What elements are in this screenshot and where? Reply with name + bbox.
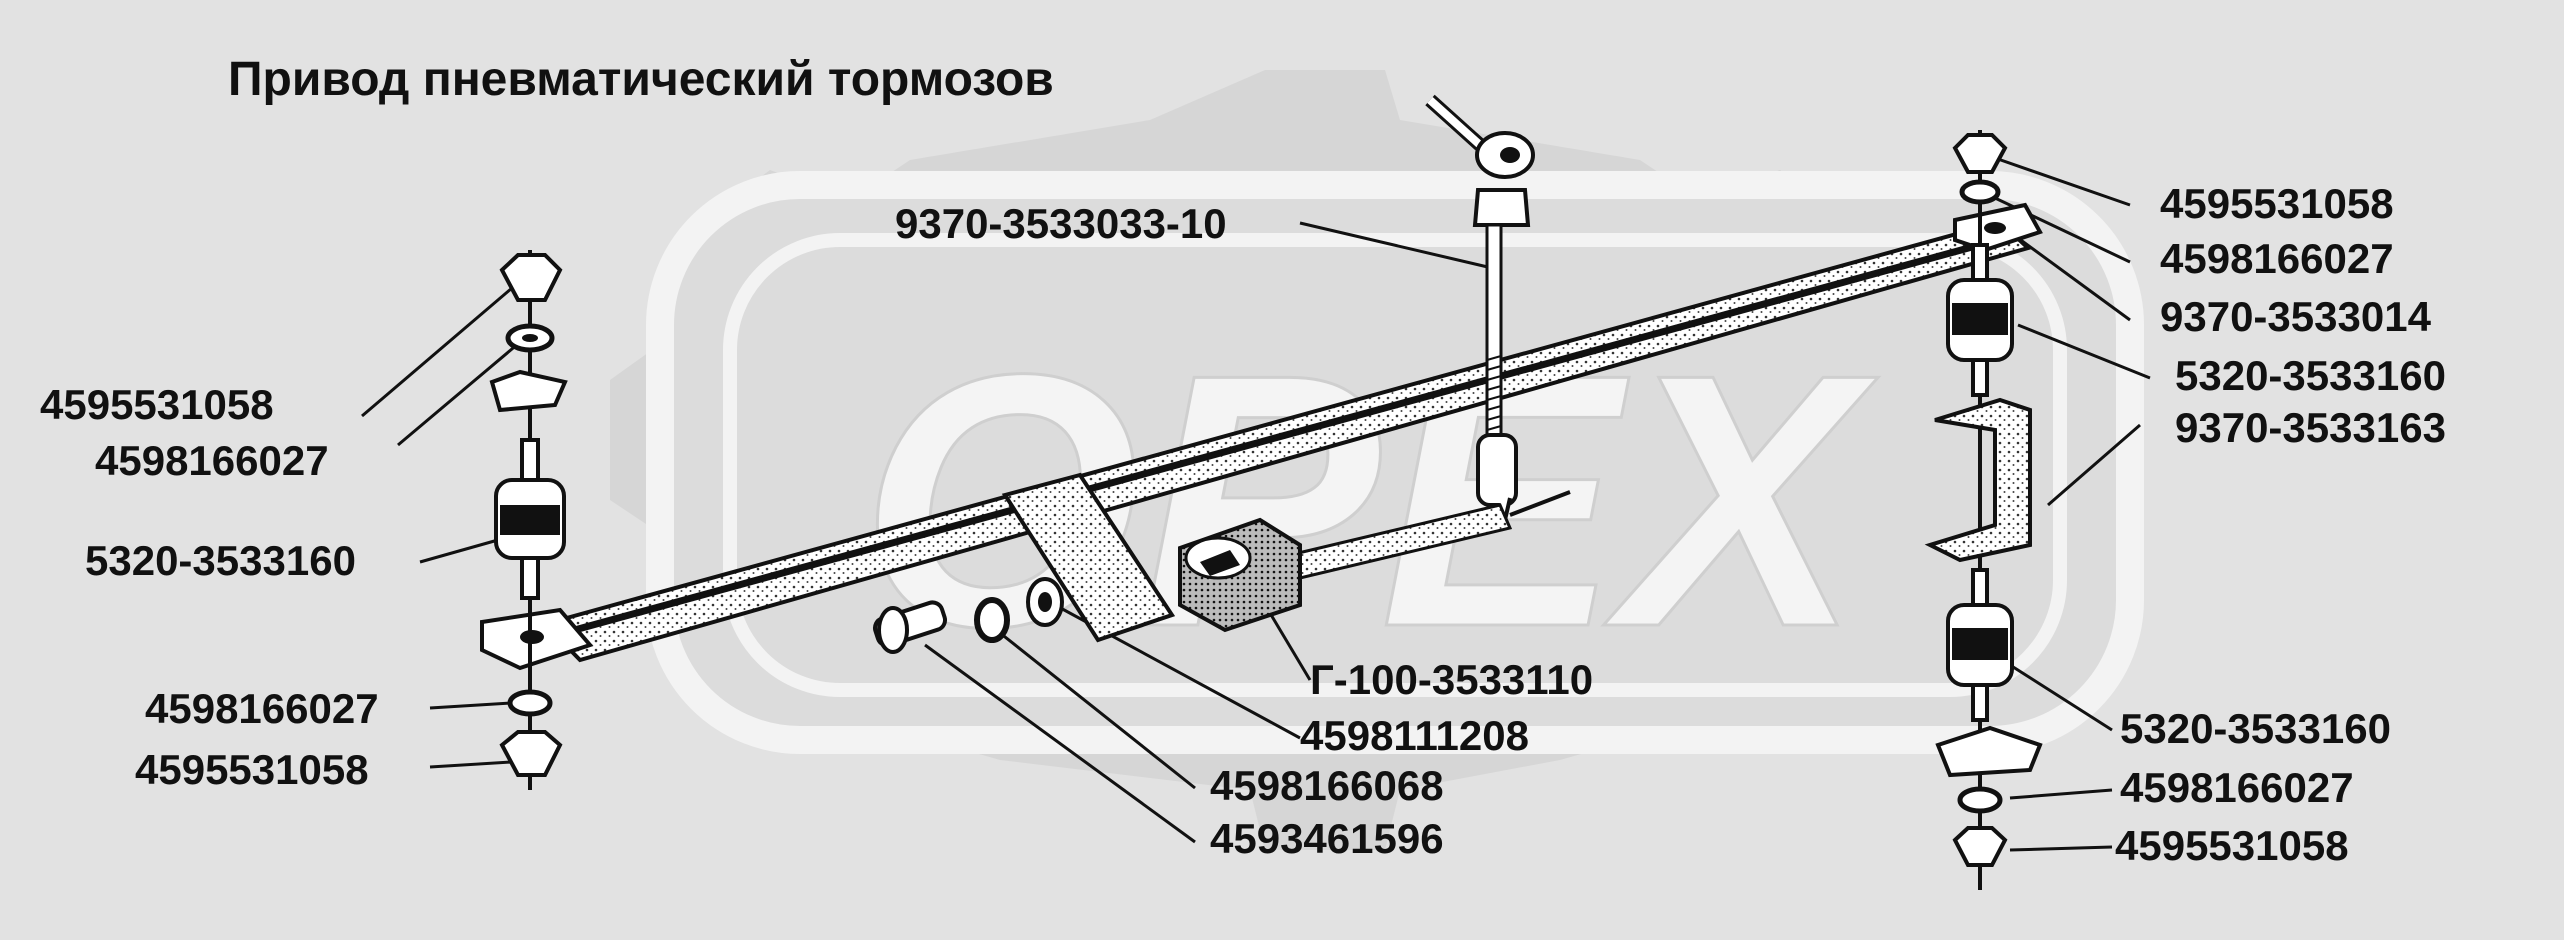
part-label-brake-valve: Г-100-3533110: [1310, 656, 1594, 703]
part-label-rod: 9370-3533033-10: [895, 200, 1227, 247]
part-label-nut-left-top: 4595531058: [40, 381, 274, 428]
part-label-buffer-right-top: 5320-3533160: [2175, 352, 2446, 399]
part-label-bar: 9370-3533014: [2160, 293, 2431, 340]
part-label-buffer-right-bottom: 5320-3533160: [2120, 705, 2391, 752]
part-label-nut-right-bottom: 4595531058: [2115, 822, 2349, 869]
part-label-buffer-left: 5320-3533160: [85, 537, 356, 584]
part-label-washer-left-top: 4598166027: [95, 437, 329, 484]
part-label-bracket: 9370-3533163: [2175, 404, 2446, 451]
part-label-washer-1208: 4598111208: [1300, 712, 1529, 759]
part-label-washer-right-top: 4598166027: [2160, 235, 2394, 282]
part-label-washer-right-bottom: 4598166027: [2120, 764, 2354, 811]
long-bar: [480, 202, 2043, 671]
part-label-washer-6068: 4598166068: [1210, 762, 1444, 809]
left-mount-stack: [489, 250, 568, 790]
part-label-nut-left-bottom: 4595531058: [135, 746, 369, 793]
brake-valve-body: [1178, 517, 1302, 633]
bolt-washer-set: [872, 577, 1064, 654]
diagram-title: Привод пневматический тормозов: [228, 53, 1054, 106]
part-label-bolt: 4593461596: [1210, 815, 1444, 862]
part-label-washer-left-bottom: 4598166027: [145, 685, 379, 732]
mount-plate: [1001, 472, 1176, 643]
part-label-nut-right-top: 4595531058: [2160, 180, 2394, 227]
right-mount-stack: [1924, 130, 2043, 890]
leader-lines: [361, 156, 2151, 852]
bracket-9370-3533163: [1924, 397, 2032, 563]
